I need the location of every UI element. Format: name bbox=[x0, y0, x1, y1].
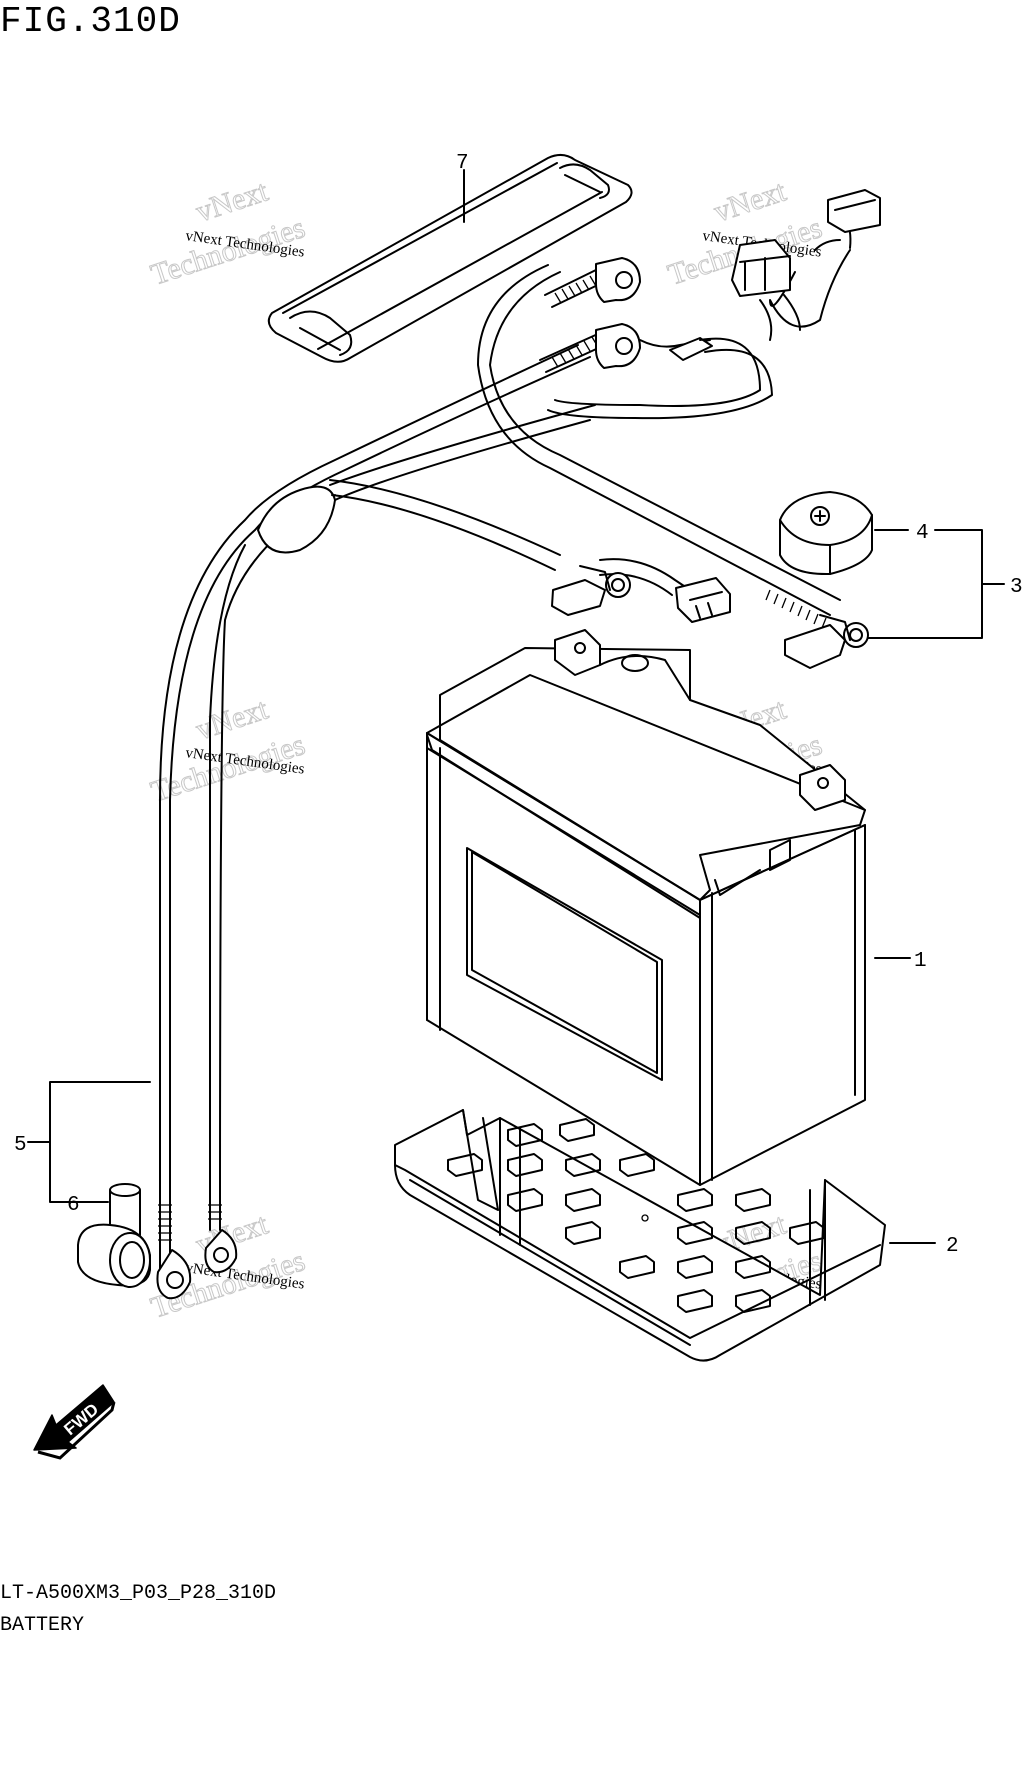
battery-strap bbox=[267, 154, 633, 363]
diagram-name: BATTERY bbox=[0, 1614, 85, 1637]
svg-text:vNext: vNext bbox=[710, 174, 791, 228]
fwd-direction-arrow: FWD bbox=[33, 1384, 116, 1460]
callout-7: 7 bbox=[456, 152, 469, 175]
figure-title: FIG.310D bbox=[0, 1, 181, 42]
terminal-boot bbox=[77, 1183, 151, 1288]
callout-5: 5 bbox=[14, 1134, 27, 1157]
callout-3: 3 bbox=[1010, 576, 1023, 599]
watermark-top-left: vNext Technologies vNext Technologies bbox=[146, 174, 309, 292]
callout-leaders bbox=[27, 169, 1005, 1244]
diagram-code: LT-A500XM3_P03_P28_310D bbox=[0, 1582, 277, 1605]
svg-text:vNext: vNext bbox=[192, 692, 273, 746]
battery bbox=[426, 629, 866, 1186]
callout-4: 4 bbox=[916, 522, 929, 545]
callout-6: 6 bbox=[67, 1194, 80, 1217]
sub-harness-connector bbox=[547, 189, 881, 420]
terminal-set-lower bbox=[329, 479, 869, 669]
tray-vent-slots bbox=[447, 1118, 825, 1313]
battery-tray bbox=[394, 1109, 886, 1362]
callout-2: 2 bbox=[946, 1235, 959, 1258]
battery-cable-set bbox=[156, 257, 841, 1300]
callout-1: 1 bbox=[914, 950, 927, 973]
terminal-cap bbox=[779, 491, 873, 576]
svg-text:vNext: vNext bbox=[192, 174, 273, 228]
